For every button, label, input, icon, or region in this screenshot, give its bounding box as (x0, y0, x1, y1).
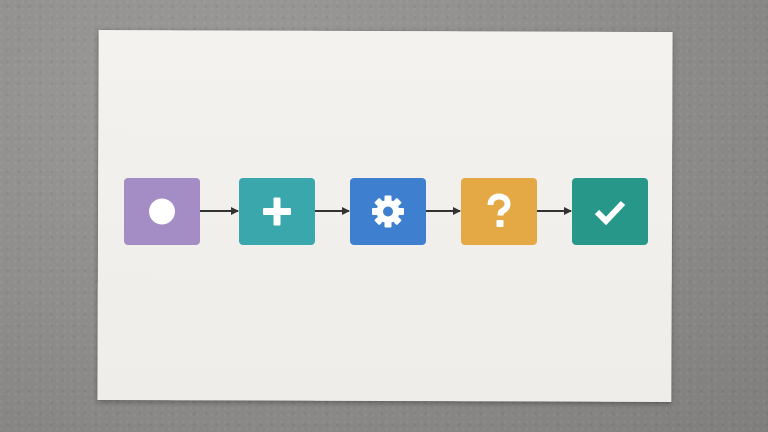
circle-icon (124, 178, 200, 245)
process-node-decision (461, 178, 537, 245)
check-icon (572, 178, 648, 245)
process-node-add (239, 178, 315, 245)
process-node-complete (572, 178, 648, 245)
gear-icon (350, 178, 426, 245)
node-box (572, 178, 648, 245)
question-icon (461, 178, 537, 245)
process-node-start (124, 178, 200, 245)
process-node-process (350, 178, 426, 245)
plus-icon (239, 178, 315, 245)
